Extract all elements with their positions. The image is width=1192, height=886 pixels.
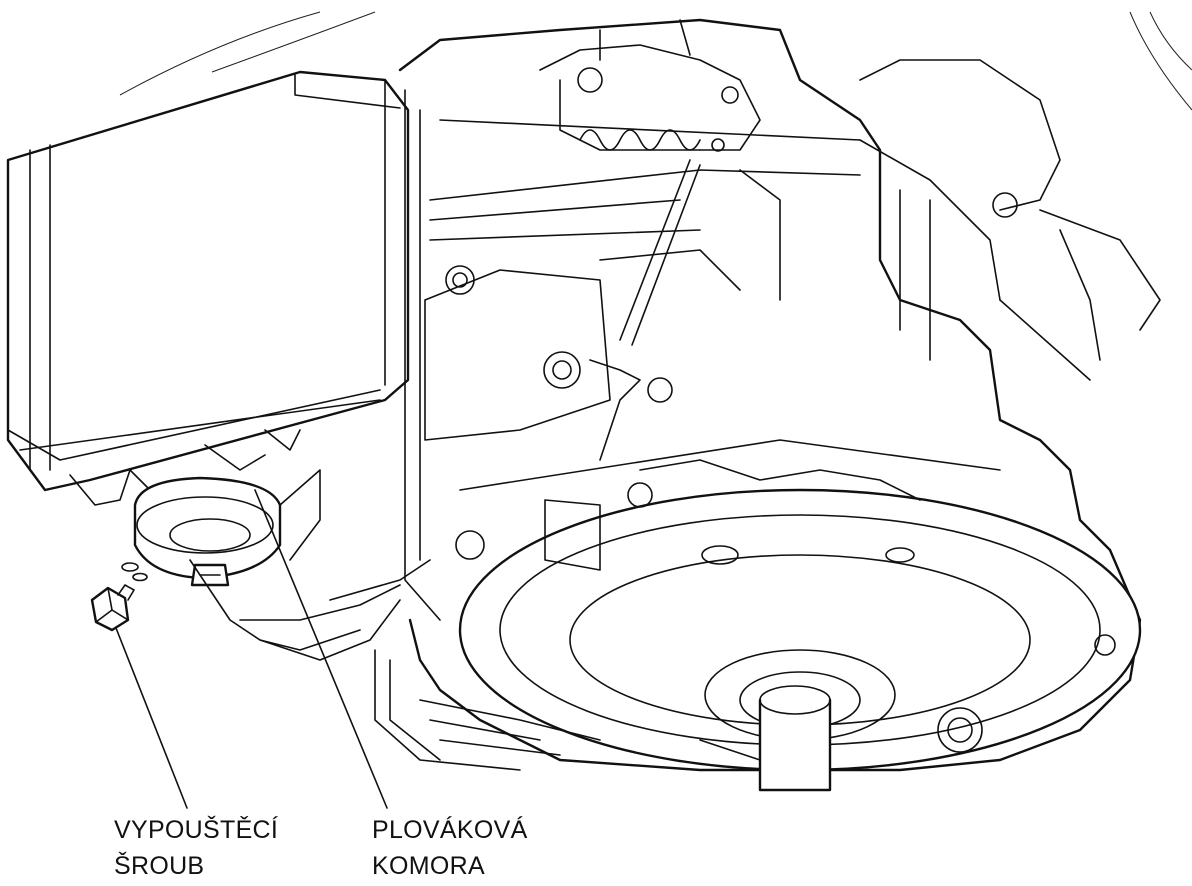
callout-leaders xyxy=(115,489,388,809)
engine-block xyxy=(398,18,1142,772)
drain-screw-parts xyxy=(90,562,148,632)
float-bowl-label-line2: KOMORA xyxy=(372,852,485,880)
lower-shroud xyxy=(374,649,761,771)
float-bowl-label: PLOVÁKOVÁ KOMORA xyxy=(372,812,528,884)
governor-linkage xyxy=(539,19,761,346)
drain-screw-label-line1: VYPOUŠTĚCÍ xyxy=(114,816,279,844)
drain-screw-leader xyxy=(115,627,188,809)
mounting-plate xyxy=(424,265,673,461)
background-contour-lines xyxy=(119,11,1192,111)
base-flange xyxy=(455,439,1142,792)
drain-screw-label: VYPOUŠTĚCÍ ŠROUB xyxy=(114,812,278,884)
drain-screw-label-line2: ŠROUB xyxy=(114,852,205,880)
air-filter-housing xyxy=(6,70,410,506)
carburetor-lower-body xyxy=(189,559,431,661)
float-bowl-label-line1: PLOVÁKOVÁ xyxy=(372,816,528,844)
cylinder-fins xyxy=(859,59,1161,381)
float-bowl-leader xyxy=(254,489,388,809)
float-bowl xyxy=(133,469,321,587)
